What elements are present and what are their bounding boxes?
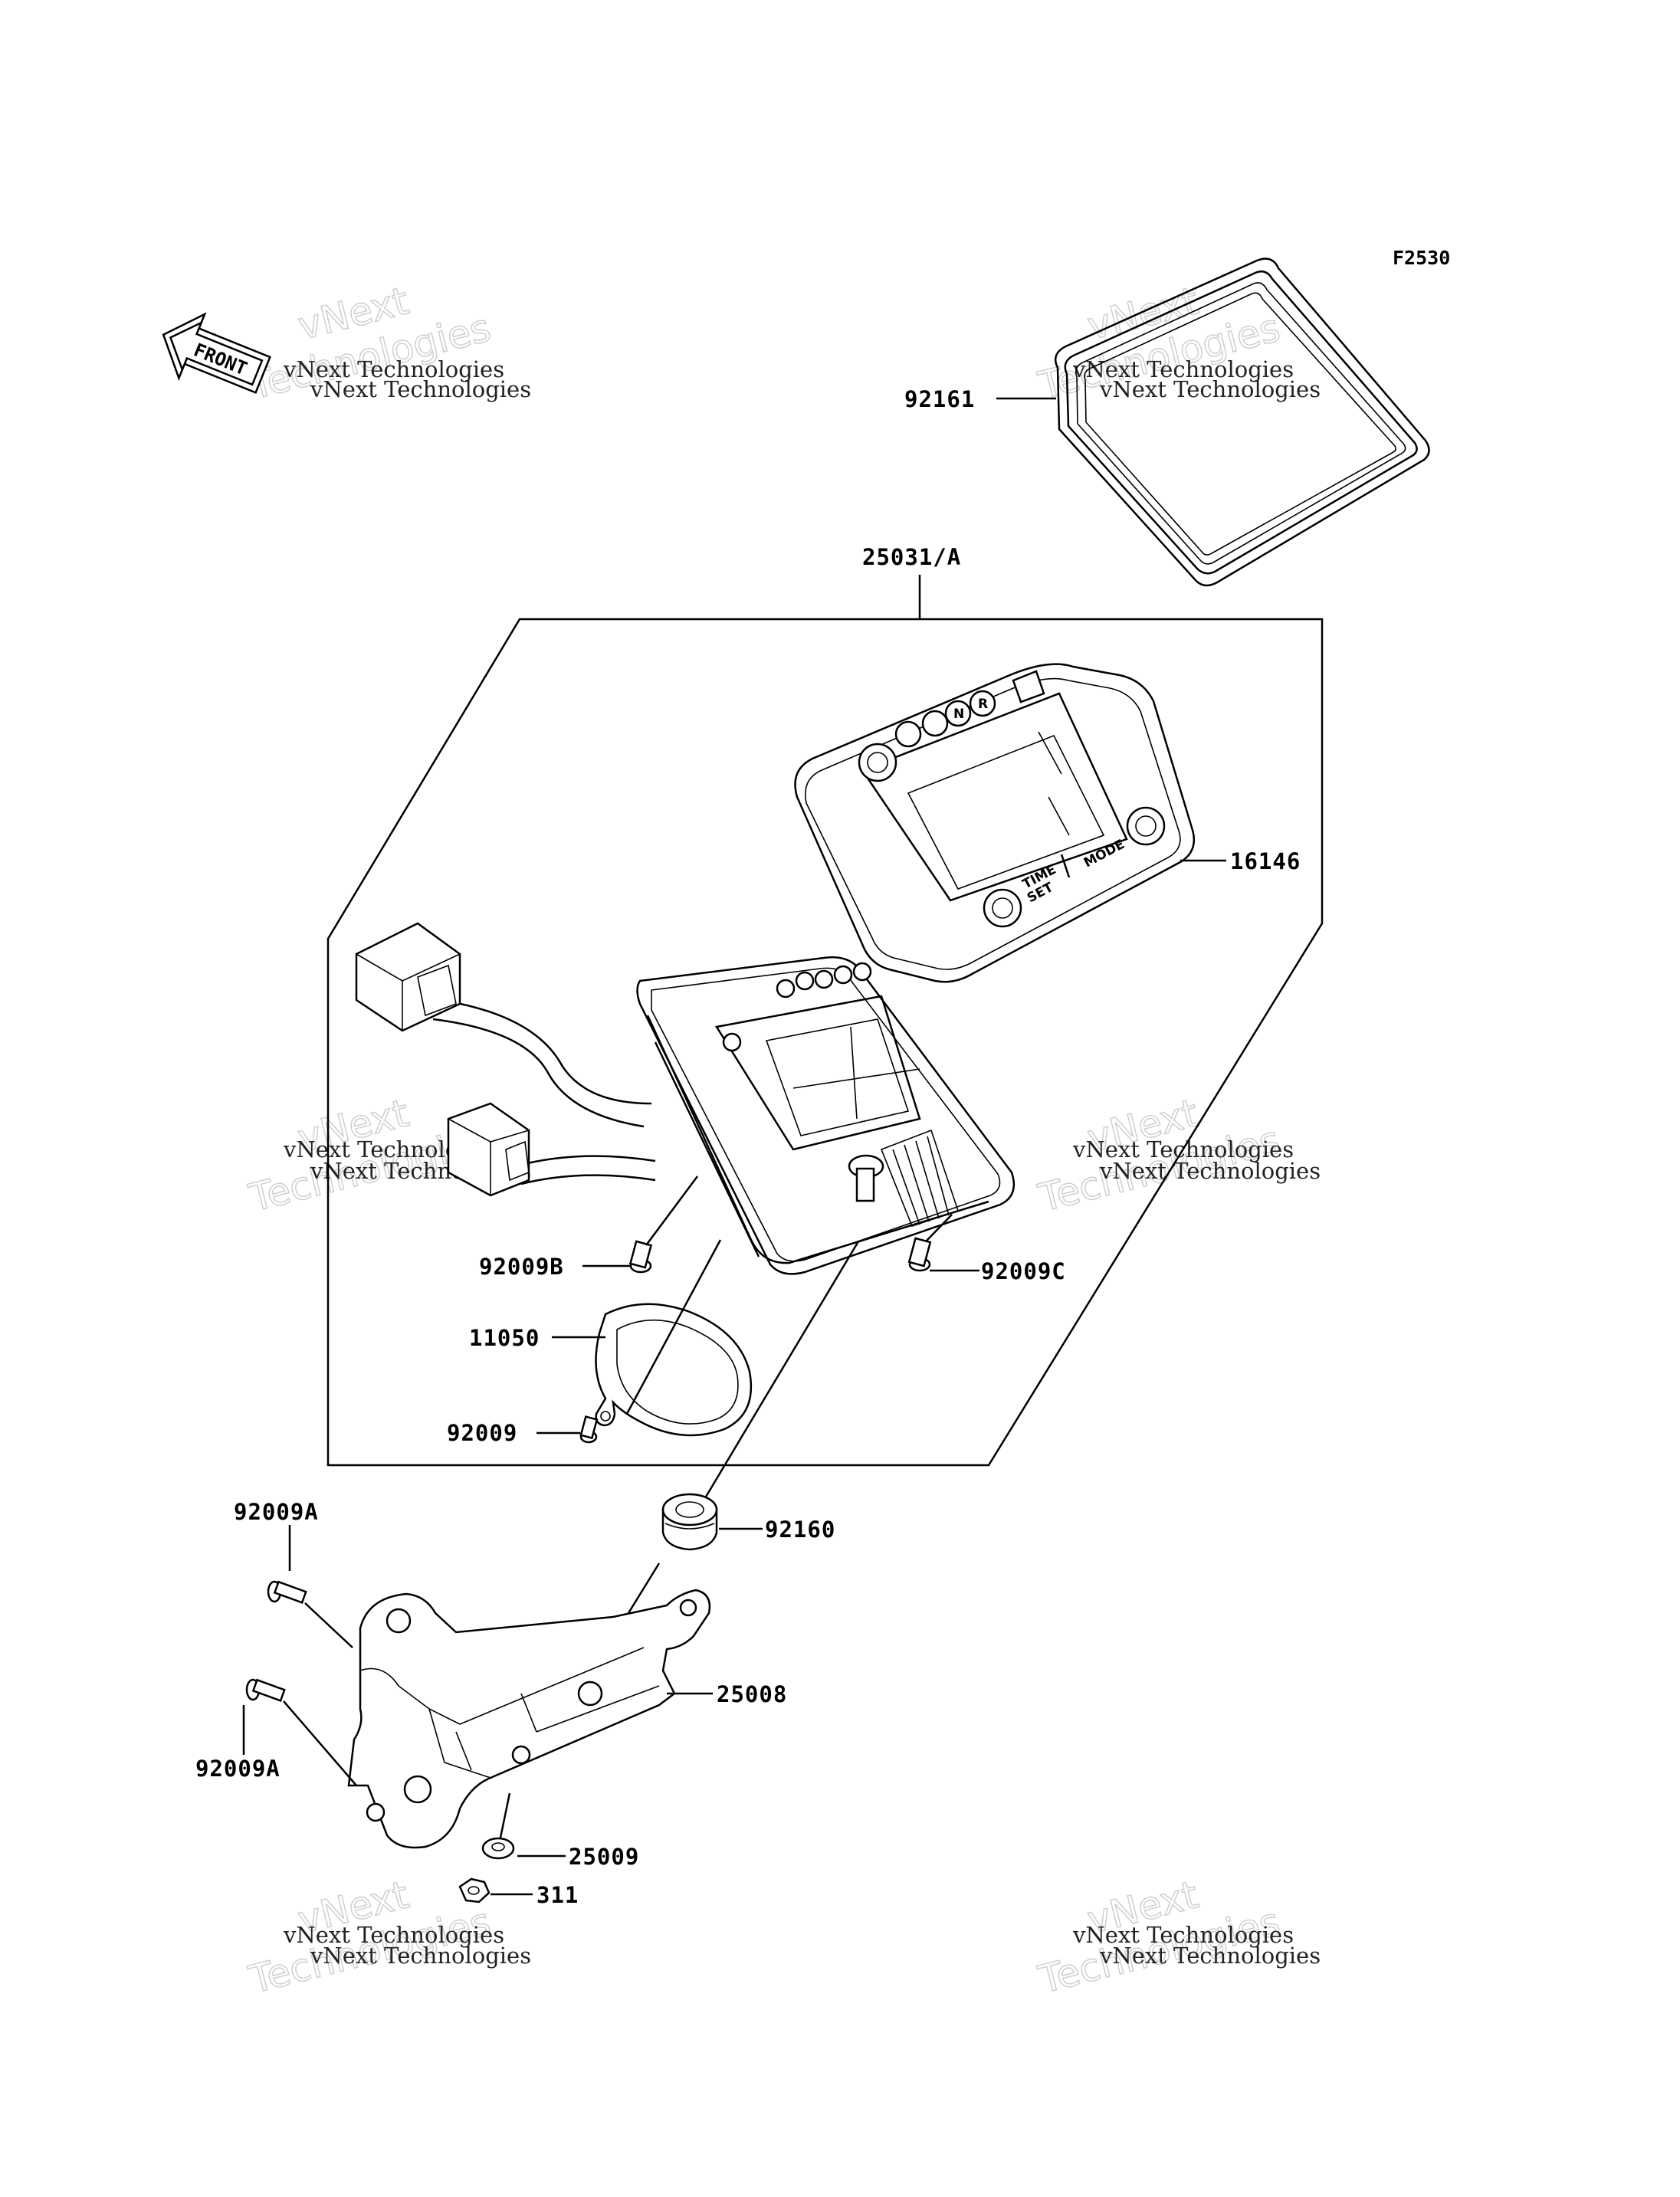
part-label-25009: 25009 — [569, 1844, 639, 1870]
part-label-92009b: 92009B — [479, 1254, 564, 1280]
svg-text:N: N — [953, 707, 964, 722]
front-arrow-icon: FRONT — [162, 312, 271, 394]
wire-harness-part — [355, 922, 656, 1197]
part-label-16146: 16146 — [1230, 848, 1301, 874]
watermark-small: vNext Technologies — [1099, 1943, 1321, 1969]
bolt-92009a-top-icon — [267, 1580, 307, 1604]
watermark-small: vNext Technologies — [1072, 356, 1294, 382]
leader-line — [625, 1239, 722, 1415]
watermark-small: vNext Technologies — [1099, 376, 1321, 402]
screw-92009c-icon — [907, 1237, 932, 1272]
nut-311-icon — [458, 1877, 491, 1904]
part-label-92160: 92160 — [765, 1517, 835, 1543]
grommet-part — [661, 1493, 718, 1551]
part-label-92009: 92009 — [447, 1420, 517, 1446]
watermark-small: vNext Technologies — [310, 376, 531, 402]
screw-92009-icon — [579, 1415, 599, 1444]
diagram-code: F2530 — [1393, 247, 1450, 269]
clamp-ring-part — [595, 1303, 753, 1437]
watermark-small: vNext Technologies — [283, 356, 504, 382]
leader-line — [283, 1700, 357, 1786]
leader-line — [304, 1602, 353, 1648]
watermark-small: vNext Technologies — [310, 1943, 531, 1969]
part-label-92009c: 92009C — [981, 1258, 1066, 1284]
lens-gasket-part — [1054, 257, 1430, 587]
part-label-25031a: 25031/A — [862, 544, 961, 570]
meter-housing-part — [636, 956, 1016, 1275]
leader-line — [925, 1214, 953, 1242]
watermark-small: vNext Technologies — [283, 1922, 504, 1948]
screw-92009b-icon — [628, 1240, 653, 1274]
bolt-92009a-bottom-icon — [245, 1678, 286, 1702]
leader-line — [692, 1241, 860, 1518]
watermark-small: vNext Technologies — [1099, 1158, 1321, 1184]
leader-line — [645, 1176, 699, 1246]
part-label-11050: 11050 — [469, 1325, 540, 1351]
part-label-92161: 92161 — [904, 386, 975, 412]
assembly-outline — [326, 618, 1324, 1467]
part-label-92009a-top: 92009A — [234, 1499, 319, 1525]
part-label-311: 311 — [536, 1882, 579, 1908]
leader-line — [499, 1792, 511, 1838]
watermark-small: vNext Technologies — [1072, 1922, 1294, 1948]
meter-bracket-part — [347, 1589, 711, 1849]
part-label-92009a-bottom: 92009A — [195, 1756, 281, 1782]
svg-text:R: R — [978, 697, 988, 712]
part-label-25008: 25008 — [717, 1681, 787, 1707]
meter-face-part: N R MODE TIME SET — [794, 663, 1196, 983]
washer-25009-icon — [481, 1837, 515, 1860]
